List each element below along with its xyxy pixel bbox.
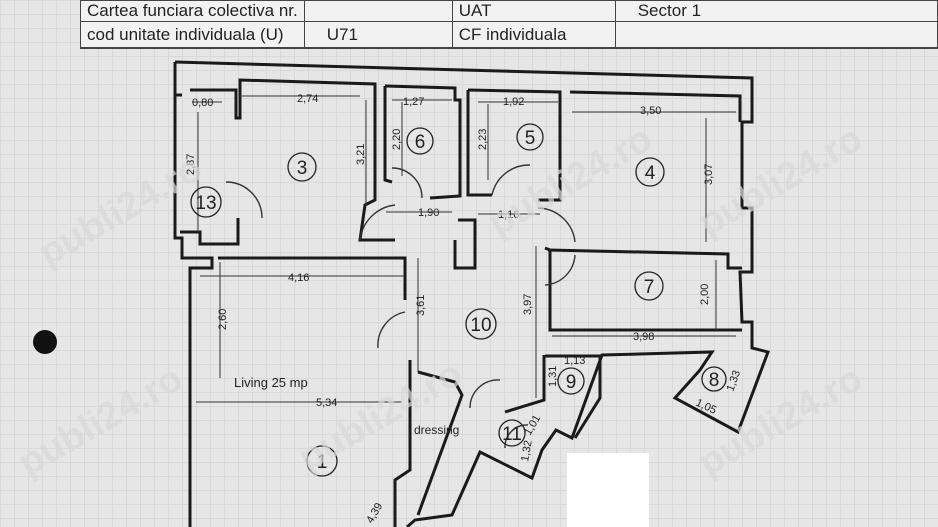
dim-0-80: 0,80 xyxy=(192,97,213,109)
room-6-label: 6 xyxy=(415,132,426,153)
dim-2-23: 2,23 xyxy=(477,129,489,150)
header-cell-empty-2 xyxy=(614,21,938,48)
dim-1-33: 1,33 xyxy=(725,369,744,393)
dim-3-21: 3,21 xyxy=(355,144,367,165)
dressing-label: dressing xyxy=(414,423,459,437)
living-area-label: Living 25 mp xyxy=(234,375,308,390)
dim-2-20: 2,20 xyxy=(391,129,403,150)
dimension-labels: 0,80 2,74 1,27 1,92 3,50 2,87 3,21 2,20 … xyxy=(185,93,743,526)
dim-1-90: 1,90 xyxy=(418,207,439,219)
room-1-label: 1 xyxy=(317,452,328,473)
room-13-label: 13 xyxy=(195,193,216,214)
header-cell-cod-unitate: cod unitate individuala (U) xyxy=(80,21,305,48)
document-header-table: Cartea funciara colectiva nr. UAT Sector… xyxy=(80,0,938,49)
dim-1-92: 1,92 xyxy=(503,96,524,108)
room-7-label: 7 xyxy=(644,277,655,298)
walls xyxy=(173,60,770,527)
room-9-label: 9 xyxy=(566,372,577,393)
punch-hole xyxy=(33,330,57,354)
dim-1-27: 1,27 xyxy=(403,96,424,108)
dim-2-60: 2,60 xyxy=(217,309,229,330)
dim-3-50: 3,50 xyxy=(640,105,661,117)
dim-1-16: 1,16 xyxy=(498,209,519,221)
dim-5-34: 5,34 xyxy=(316,397,337,409)
dimension-lines xyxy=(192,95,736,403)
dim-3-98: 3,98 xyxy=(633,331,654,343)
room-11-label: 11 xyxy=(502,424,522,445)
header-cell-cf-colectiva: Cartea funciara colectiva nr. xyxy=(80,0,305,22)
header-cell-unit-code: U71 xyxy=(303,21,453,48)
dim-2-00: 2,00 xyxy=(699,284,711,305)
dim-3-61: 3,61 xyxy=(415,295,427,316)
door-swings xyxy=(225,164,576,449)
dim-1-31: 1,31 xyxy=(547,366,559,387)
room-5-label: 5 xyxy=(525,128,536,149)
header-cell-cf-individuala: CF individuala xyxy=(451,21,616,48)
header-cell-sector: Sector 1 xyxy=(614,0,938,22)
dim-2-74: 2,74 xyxy=(297,93,318,105)
room-10-label: 10 xyxy=(470,315,491,336)
dim-1-13: 1,13 xyxy=(564,355,585,367)
dim-1-32: 1,32 xyxy=(519,439,535,462)
room-4-label: 4 xyxy=(645,163,656,184)
dim-2-87: 2,87 xyxy=(185,154,197,175)
dim-4-16: 4,16 xyxy=(288,272,309,284)
white-patch xyxy=(567,453,649,527)
room-markers: 3 6 5 4 13 7 10 9 8 11 1 Living 25 mp dr… xyxy=(190,123,727,477)
dim-4-39: 4,39 xyxy=(364,501,385,526)
room-3-label: 3 xyxy=(297,158,308,179)
dim-3-07: 3,07 xyxy=(703,164,715,185)
dim-3-97: 3,97 xyxy=(522,294,534,315)
room-8-label: 8 xyxy=(709,370,720,391)
